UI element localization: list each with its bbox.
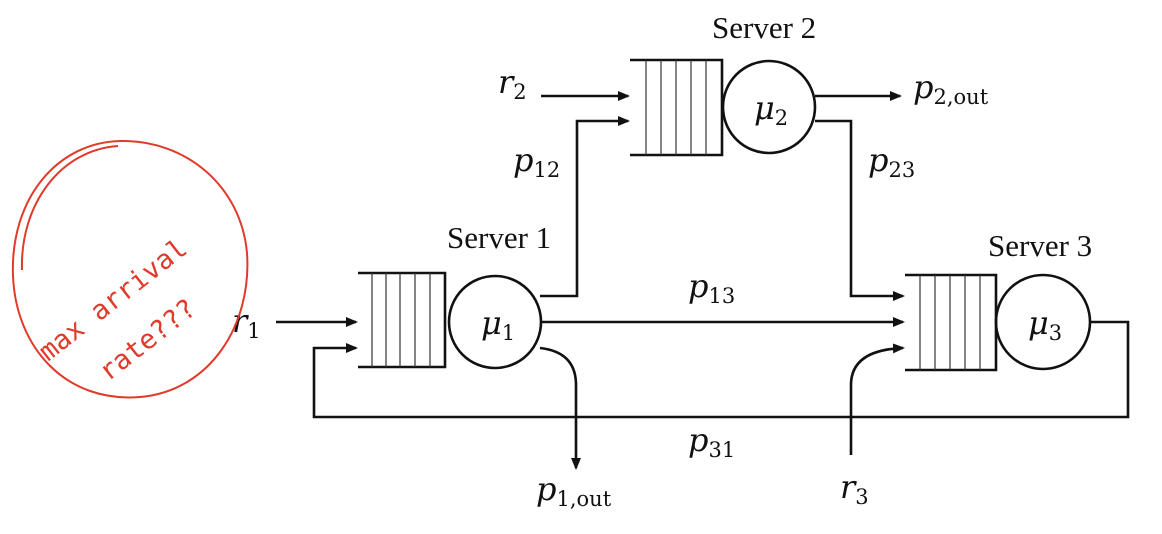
server-2-title: Server 2 xyxy=(712,10,816,45)
label-p1out: p1,out xyxy=(536,470,612,511)
arrow-p1out xyxy=(539,346,581,470)
server-2-queue xyxy=(630,58,724,157)
server-1-rate: μ1 xyxy=(481,304,515,345)
server-3-rate: μ3 xyxy=(1028,304,1062,345)
server-2-rate: μ2 xyxy=(754,89,788,130)
server-2: Server 2 μ2 xyxy=(630,10,817,157)
annotation-circle xyxy=(11,139,249,399)
server-2-node xyxy=(721,59,817,155)
arrow-p31 xyxy=(312,320,1130,419)
handwritten-annotation: max arrival rate??? xyxy=(11,139,249,399)
server-3-title: Server 3 xyxy=(988,228,1092,263)
arrow-r3 xyxy=(849,343,905,455)
label-p2out: p2,out xyxy=(913,68,989,109)
label-r3: r3 xyxy=(840,468,869,509)
arrow-p12 xyxy=(540,116,630,298)
label-r2: r2 xyxy=(498,63,527,104)
label-p12: p12 xyxy=(513,141,560,182)
label-r1: r1 xyxy=(232,302,261,343)
server-3-queue xyxy=(905,273,998,372)
server-3: Server 3 μ3 xyxy=(905,228,1092,372)
label-p13: p13 xyxy=(688,267,735,308)
label-p23: p23 xyxy=(868,141,915,182)
label-p31: p31 xyxy=(688,421,735,462)
server-1-queue xyxy=(358,271,447,369)
server-1-title: Server 1 xyxy=(447,220,551,255)
arrow-p23 xyxy=(815,119,905,301)
server-1: Server 1 μ1 xyxy=(358,220,551,370)
